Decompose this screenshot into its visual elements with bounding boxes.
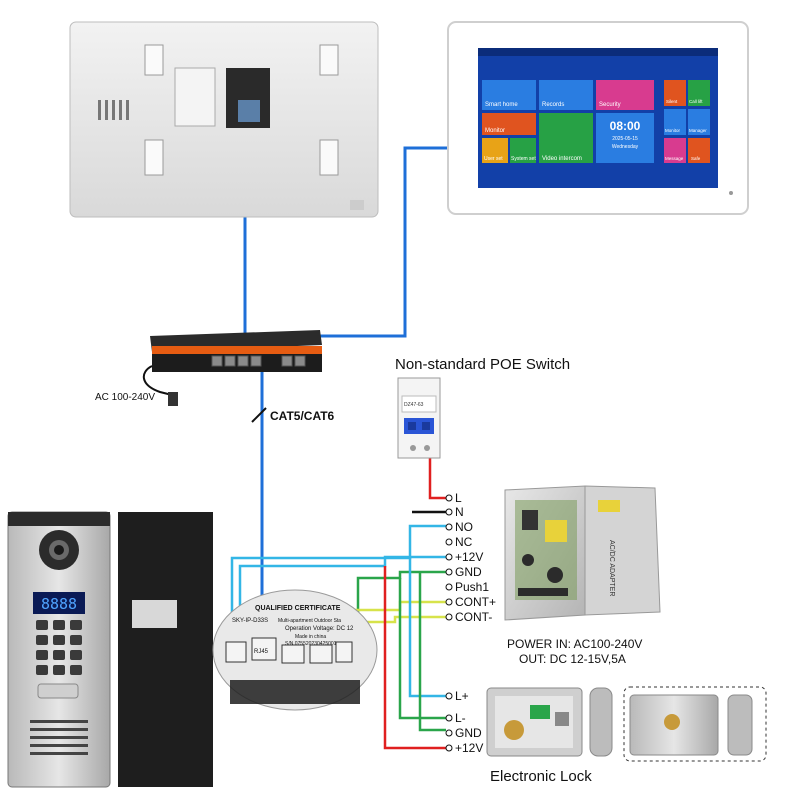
terminal-l: L	[455, 491, 462, 505]
side-tile-safe[interactable]: Safe	[691, 156, 701, 161]
outdoor-station-back	[118, 512, 213, 787]
terminal-list: L N NO NC +12V GND Push1 CONT+ CONT-	[445, 491, 496, 624]
power-plug-icon	[168, 392, 178, 406]
wire-green-lock-l-minus	[398, 578, 446, 720]
side-tile-call-lift[interactable]: Call lift	[689, 99, 703, 104]
rj45-port-label: RJ45	[254, 649, 269, 655]
lock-terminal-l-plus: L+	[455, 689, 469, 703]
clock-time: 08:00	[610, 119, 641, 133]
label-desc: Multi-apartment Outdoor Sta	[278, 618, 341, 624]
monitor-led	[729, 191, 733, 195]
lock-terminal-list: L+ L- GND +12V	[445, 689, 483, 755]
station-display: 8888	[41, 595, 77, 613]
breaker-label: DZ47-63	[404, 402, 424, 408]
lock-terminal-gnd: GND	[455, 726, 482, 740]
psu-side-label: AC/DC ADAPTER	[608, 540, 615, 596]
lock-caption: Electronic Lock	[490, 768, 592, 785]
terminal-12v: +12V	[455, 550, 483, 564]
tile-system-set[interactable]: System set	[511, 156, 536, 162]
tile-monitor[interactable]: Monitor	[485, 128, 505, 134]
terminal-n: N	[455, 505, 464, 519]
wire-red-l	[428, 455, 446, 500]
clock-date: 2025-05-15	[612, 136, 638, 142]
tile-smart-home[interactable]: Smart home	[485, 102, 518, 108]
power-supply-unit: AC/DC ADAPTER	[504, 485, 661, 621]
terminal-no: NO	[455, 520, 473, 534]
wire-monitor-front-to-switch	[316, 146, 448, 338]
terminal-nc: NC	[455, 535, 473, 549]
cable-label: CAT5/CAT6	[270, 409, 335, 423]
indoor-monitor: Smart home Records Security Monitor Vide…	[447, 21, 749, 215]
terminal-cont-minus: CONT-	[455, 610, 492, 624]
switch-caption: Non-standard POE Switch	[395, 356, 570, 373]
wire-red-lock-12v	[383, 566, 446, 750]
switch-power-input: AC 100-240V	[95, 392, 155, 403]
side-tile-silent[interactable]: Silent	[666, 99, 678, 104]
outdoor-station: 8888	[7, 511, 111, 788]
terminal-push1: Push1	[455, 580, 489, 594]
electronic-lock-open	[486, 687, 613, 757]
cable-tick-icon	[251, 407, 267, 423]
label-origin: Made in china	[295, 634, 326, 640]
camera-icon	[54, 545, 64, 555]
terminal-cont-plus: CONT+	[455, 595, 496, 609]
psu-output-spec: OUT: DC 12-15V,5A	[519, 652, 626, 666]
tile-security[interactable]: Security	[599, 102, 621, 108]
poe-switch	[142, 330, 322, 406]
tile-user-set[interactable]: User set	[484, 156, 503, 162]
wire-green-lock-gnd	[418, 572, 446, 732]
label-title: QUALIFIED CERTIFICATE	[255, 605, 341, 612]
tile-records[interactable]: Records	[542, 102, 564, 108]
side-tile-message[interactable]: Message	[665, 156, 684, 161]
circuit-breaker: DZ47-63	[397, 377, 441, 459]
tile-video-intercom[interactable]: Video intercom	[542, 156, 582, 162]
lock-terminal-l-minus: L-	[455, 711, 466, 725]
side-tile-monitor[interactable]: Monitor	[665, 128, 681, 133]
terminal-gnd: GND	[455, 565, 482, 579]
side-tile-manager[interactable]: Manager	[689, 128, 707, 133]
lock-terminal-12v: +12V	[455, 741, 483, 755]
label-model: SKY-IP-D33S	[232, 618, 268, 624]
monitor-back-panel	[69, 21, 379, 218]
station-label-zoom: QUALIFIED CERTIFICATE SKY-IP-D33S Multi-…	[212, 589, 378, 711]
clock-day: Wednesday	[612, 144, 639, 150]
electronic-lock-closed	[623, 686, 767, 762]
rfid-reader-icon	[37, 683, 79, 699]
label-sn: S/N 075520230425001	[285, 641, 337, 647]
psu-input-spec: POWER IN: AC100-240V	[507, 637, 642, 651]
label-voltage: Operation Voltage: DC 12	[285, 626, 354, 632]
wire-cyan-lock-l-plus	[408, 558, 446, 698]
